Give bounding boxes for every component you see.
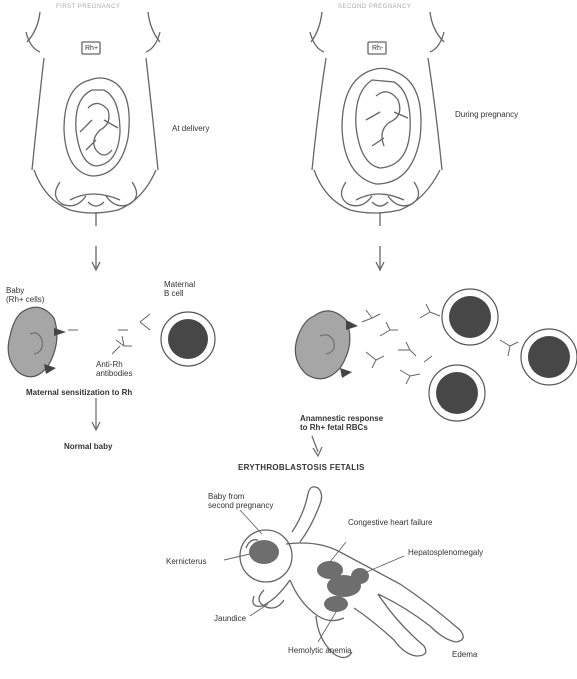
first-rh-label: Rh+ [85,44,98,53]
maternal-b-cell-nucleus [168,319,208,359]
first-mother-torso [26,12,160,213]
affected-baby [240,487,463,658]
first-uterus [64,78,129,176]
baby-second-pregnancy-label: Baby from second pregnancy [208,492,273,510]
jaundice-label: Jaundice [214,614,246,623]
maternal-cell-label: Maternal B cell [164,280,195,298]
first-pregnancy-title: FIRST PREGNANCY [56,3,120,12]
baby-rbc-label: Baby (Rh+ cells) [6,286,44,304]
liver-right [351,568,369,584]
chf-label: Congestive heart failure [348,518,433,527]
anamnestic-response-label: Anamnestic response to Rh+ fetal RBCs [300,414,383,432]
rh-antigen-top [54,328,66,336]
baby-organs [249,540,369,612]
spleen [324,596,348,612]
first-pelvis [55,182,136,270]
baby-leader-lines [224,510,404,642]
erythroblastosis-label: ERYTHROBLASTOSIS FETALIS [238,463,365,472]
second-pregnancy-title: SECOND PREGNANCY [338,3,411,12]
second-rh-label: Rh- [372,44,383,53]
normal-baby-label: Normal baby [64,442,112,451]
kernicterus-label: Kernicterus [166,557,206,566]
brain-kernicterus [249,540,279,564]
delivery-label: At delivery [172,124,209,133]
second-pelvis [341,182,418,270]
sensitization-label: Maternal sensitization to Rh [26,388,132,397]
rh-antigen-bottom [44,364,56,374]
during-pregnancy-label: During pregnancy [455,110,518,119]
edema-label: Edema [452,650,477,659]
second-mother-torso [310,12,444,213]
hsm-label: Hepatosplenomegaly [408,548,483,557]
hemolytic-anemia-label: Hemolytic anemia [288,646,352,655]
second-uterus [342,68,421,184]
antibodies-label: Anti-Rh antibodies [96,360,132,378]
